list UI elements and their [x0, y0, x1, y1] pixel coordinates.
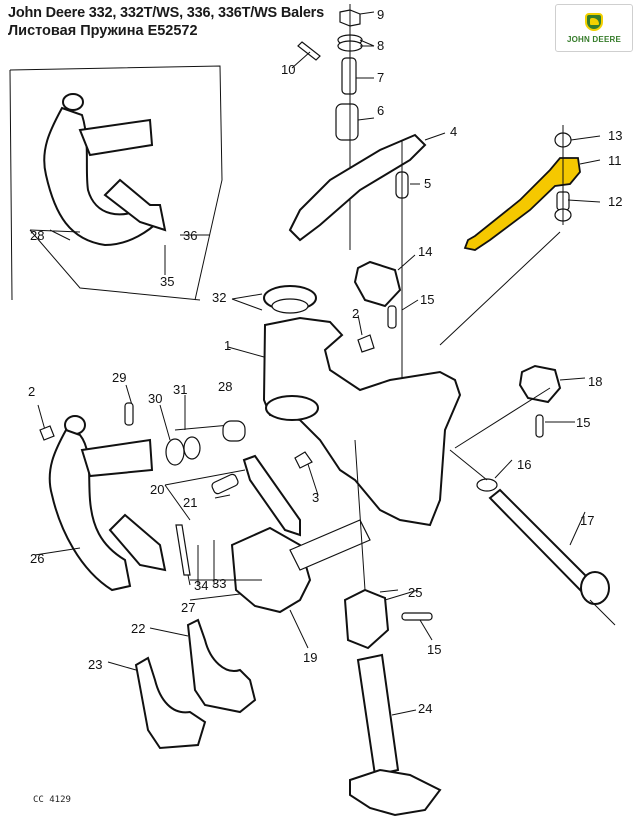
label-3: 3 — [312, 490, 319, 505]
part-17-shaft — [488, 488, 597, 597]
label-12: 12 — [608, 194, 622, 209]
label-22: 22 — [131, 621, 145, 636]
label-19: 19 — [303, 650, 317, 665]
label-31: 31 — [173, 382, 187, 397]
part-11-leaf-spring-highlighted — [463, 157, 581, 251]
label-1: 1 — [224, 338, 231, 353]
logo-brand-text: JOHN DEERE — [566, 35, 621, 44]
part-22-plate — [186, 618, 257, 714]
leaping-deer-icon — [585, 13, 603, 31]
label-20: 20 — [150, 482, 164, 497]
label-30: 30 — [148, 391, 162, 406]
label-8: 8 — [377, 38, 384, 53]
label-29: 29 — [112, 370, 126, 385]
label-28-inset: 28 — [30, 228, 44, 243]
part-1-main-housing — [262, 316, 462, 527]
part-19-housing — [230, 526, 312, 614]
label-13: 13 — [608, 128, 622, 143]
label-23: 23 — [88, 657, 102, 672]
page-title: John Deere 332, 332T/WS, 336, 336T/WS Ba… — [8, 5, 324, 21]
part-23-plate — [134, 656, 207, 750]
label-17: 17 — [580, 513, 594, 528]
part-24-shaft — [356, 653, 400, 777]
inset-frame — [9, 65, 223, 301]
john-deere-logo[interactable]: JOHN DEERE — [555, 4, 633, 52]
label-10: 10 — [281, 62, 295, 77]
label-4: 4 — [450, 124, 457, 139]
part-26-knife-arm — [48, 415, 167, 592]
label-32: 32 — [212, 290, 226, 305]
diagram-reference-code: CC 4129 — [33, 795, 71, 805]
part-subtitle: Листовая Пружина E52572 — [8, 23, 198, 39]
label-5: 5 — [424, 176, 431, 191]
label-9: 9 — [377, 7, 384, 22]
label-16: 16 — [517, 457, 531, 472]
part-number-labels: 9 8 10 7 6 4 5 13 11 12 28 36 35 14 32 1… — [28, 7, 622, 716]
label-34: 34 — [194, 578, 208, 593]
label-15-b: 15 — [576, 415, 590, 430]
label-2-b: 2 — [28, 384, 35, 399]
label-15-a: 15 — [420, 292, 434, 307]
hardware-stack — [297, 9, 363, 141]
label-6: 6 — [377, 103, 384, 118]
label-18: 18 — [588, 374, 602, 389]
label-21: 21 — [183, 495, 197, 510]
label-15-c: 15 — [427, 642, 441, 657]
label-24: 24 — [418, 701, 432, 716]
label-36: 36 — [183, 228, 197, 243]
label-2-a: 2 — [352, 306, 359, 321]
label-26: 26 — [30, 551, 44, 566]
part-28-inset — [43, 93, 167, 247]
label-35: 35 — [160, 274, 174, 289]
label-27: 27 — [181, 600, 195, 615]
part-4-arm — [288, 133, 427, 242]
label-28: 28 — [218, 379, 232, 394]
label-33: 33 — [212, 576, 226, 591]
label-14: 14 — [418, 244, 432, 259]
label-25: 25 — [408, 585, 422, 600]
label-11: 11 — [608, 153, 622, 168]
label-7: 7 — [377, 70, 384, 85]
